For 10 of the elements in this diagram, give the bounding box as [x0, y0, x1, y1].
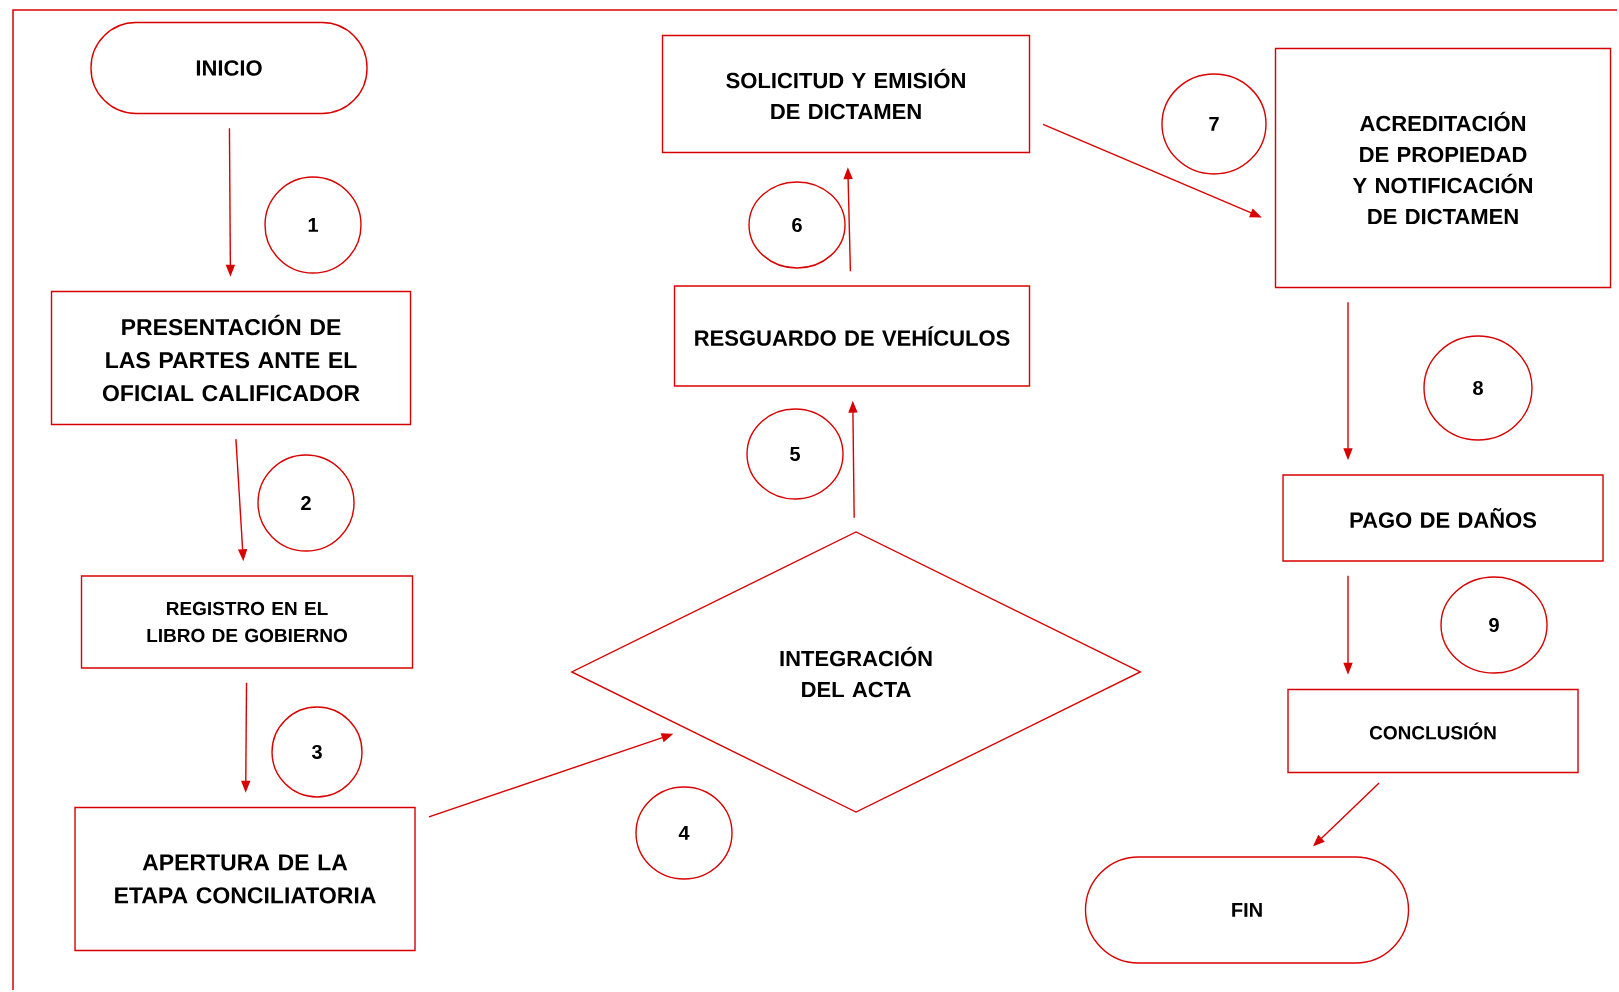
- process-box: APERTURA DE LA ETAPA CONCILIATORIA: [74, 806, 416, 952]
- process-box: RESGUARDO DE VEHÍCULOS: [673, 285, 1031, 387]
- terminal-box: INICIO: [90, 21, 368, 115]
- process-box: PAGO DE DAÑOS: [1282, 474, 1604, 562]
- process-box: REGISTRO EN EL LIBRO DE GOBIERNO: [80, 575, 414, 669]
- process-box: SOLICITUD Y EMISIÓN DE DICTAMEN: [661, 34, 1031, 154]
- terminal-box: FIN: [1084, 856, 1410, 964]
- process-box: PRESENTACIÓN DE LAS PARTES ANTE EL OFICIAL CALIFICADOR: [50, 290, 412, 426]
- process-box: ACREDITACIÓN DE PROPIEDAD Y NOTIFICACIÓN DE DICTAMEN: [1274, 47, 1612, 289]
- process-box: CONCLUSIÓN: [1287, 688, 1579, 774]
